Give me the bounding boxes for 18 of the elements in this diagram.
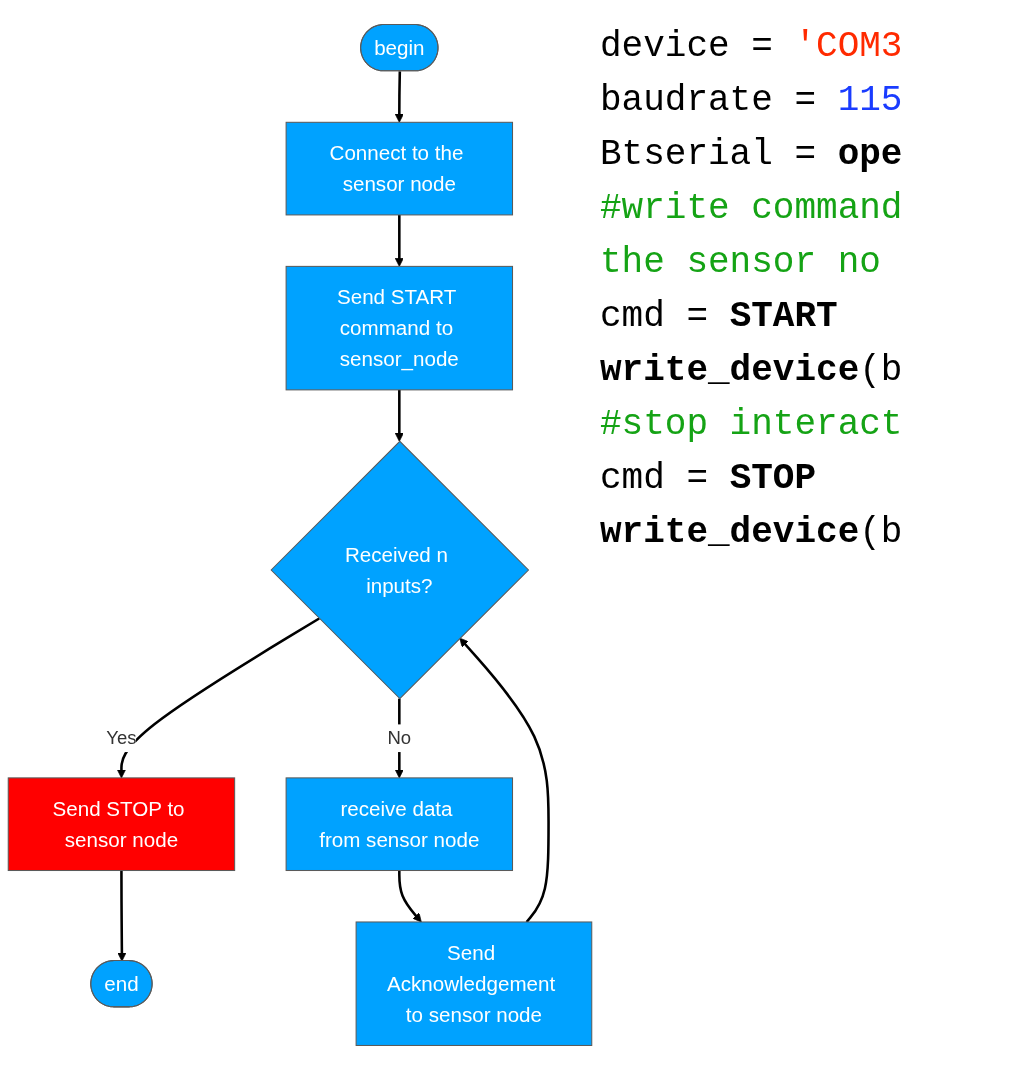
code-line: cmd = START <box>600 295 839 339</box>
process-box: receive data from sensor node <box>285 777 514 872</box>
code-line: baudrate = 115 <box>600 79 903 123</box>
terminal-oval: end <box>90 960 153 1008</box>
code-comment: #stop interact <box>600 403 903 447</box>
terminal-oval: begin <box>360 24 439 72</box>
code-comment: #write command the sensor no <box>600 187 903 285</box>
process-box: Send STOP to sensor node <box>7 777 236 872</box>
edge-label: No <box>387 724 412 753</box>
code-line: Btserial = ope <box>600 133 903 177</box>
process-box: Send START command to sensor_node <box>285 265 514 391</box>
code-line: write_device(b <box>600 511 903 555</box>
process-box: Connect to the sensor node <box>285 121 514 216</box>
code-line: write_device(b <box>600 349 903 393</box>
code-line: device = 'COM3 <box>600 25 903 69</box>
code-line: cmd = STOP <box>600 457 818 501</box>
decision-diamond: Received n inputs? <box>270 440 530 700</box>
process-box: Send Acknowledgement to sensor node <box>355 921 593 1046</box>
